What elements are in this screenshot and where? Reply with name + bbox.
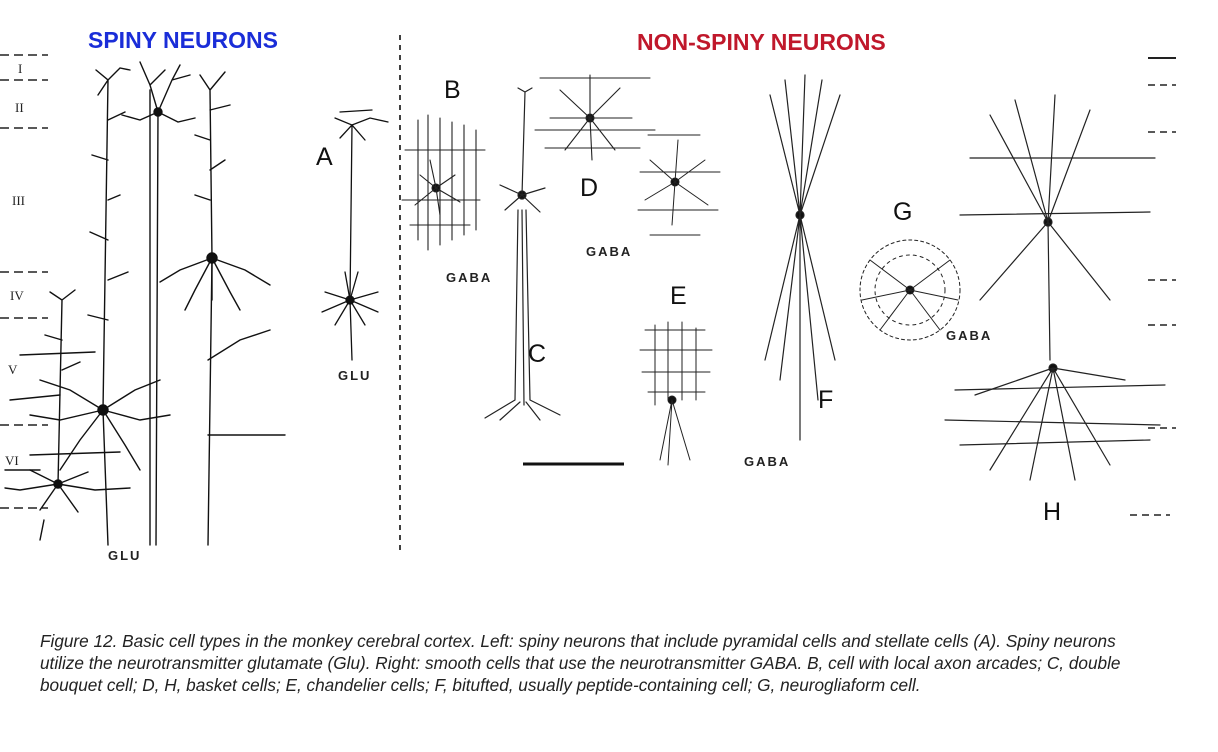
cell-f-letter: F xyxy=(818,386,833,414)
layer-markers-left xyxy=(0,54,48,509)
cell-a-drawing xyxy=(321,109,389,361)
cell-f-drawing xyxy=(764,74,841,441)
figure-caption: Figure 12. Basic cell types in the monke… xyxy=(40,631,1121,695)
cell-d-cluster-drawing xyxy=(637,134,721,236)
cell-g-letter: G xyxy=(893,198,912,226)
cell-h-drawing xyxy=(944,94,1166,481)
layer-label-vi: VI xyxy=(5,453,19,468)
cell-c-drawing xyxy=(484,87,561,421)
cell-b-letter: B xyxy=(444,76,461,104)
cell-e-letter: E xyxy=(670,282,687,310)
pyramidal-neurons-drawing xyxy=(4,61,286,546)
cell-d-gaba-tag: GABA xyxy=(586,244,632,259)
cell-c-letter: C xyxy=(528,340,546,368)
cell-g-gaba-tag: GABA xyxy=(946,328,992,343)
layer-label-v: V xyxy=(8,362,18,377)
layer-label-iii: III xyxy=(12,193,25,208)
cell-h-letter: H xyxy=(1043,498,1061,526)
cell-f-gaba-tag: GABA xyxy=(744,454,790,469)
non-spiny-neurons-title: NON-SPINY NEURONS xyxy=(637,29,886,55)
spiny-neurons-title: SPINY NEURONS xyxy=(88,27,278,53)
cell-b-gaba-tag: GABA xyxy=(446,270,492,285)
cell-e-drawing xyxy=(639,321,713,466)
spiny-glu-tag: GLU xyxy=(108,548,141,563)
cell-a-letter: A xyxy=(316,143,333,171)
layer-label-i: I xyxy=(18,61,22,76)
layer-label-iv: IV xyxy=(10,288,24,303)
cell-b-drawing xyxy=(401,114,486,251)
cell-a-glu-tag: GLU xyxy=(338,368,371,383)
neuron-figure: SPINY NEURONS NON-SPINY NEURONS I II III… xyxy=(0,27,1176,563)
cell-d-drawing xyxy=(534,74,656,161)
cell-g-drawing xyxy=(859,239,961,341)
layer-label-ii: II xyxy=(15,100,24,115)
layer-markers-right xyxy=(1130,57,1176,516)
cell-d-letter: D xyxy=(580,174,598,202)
